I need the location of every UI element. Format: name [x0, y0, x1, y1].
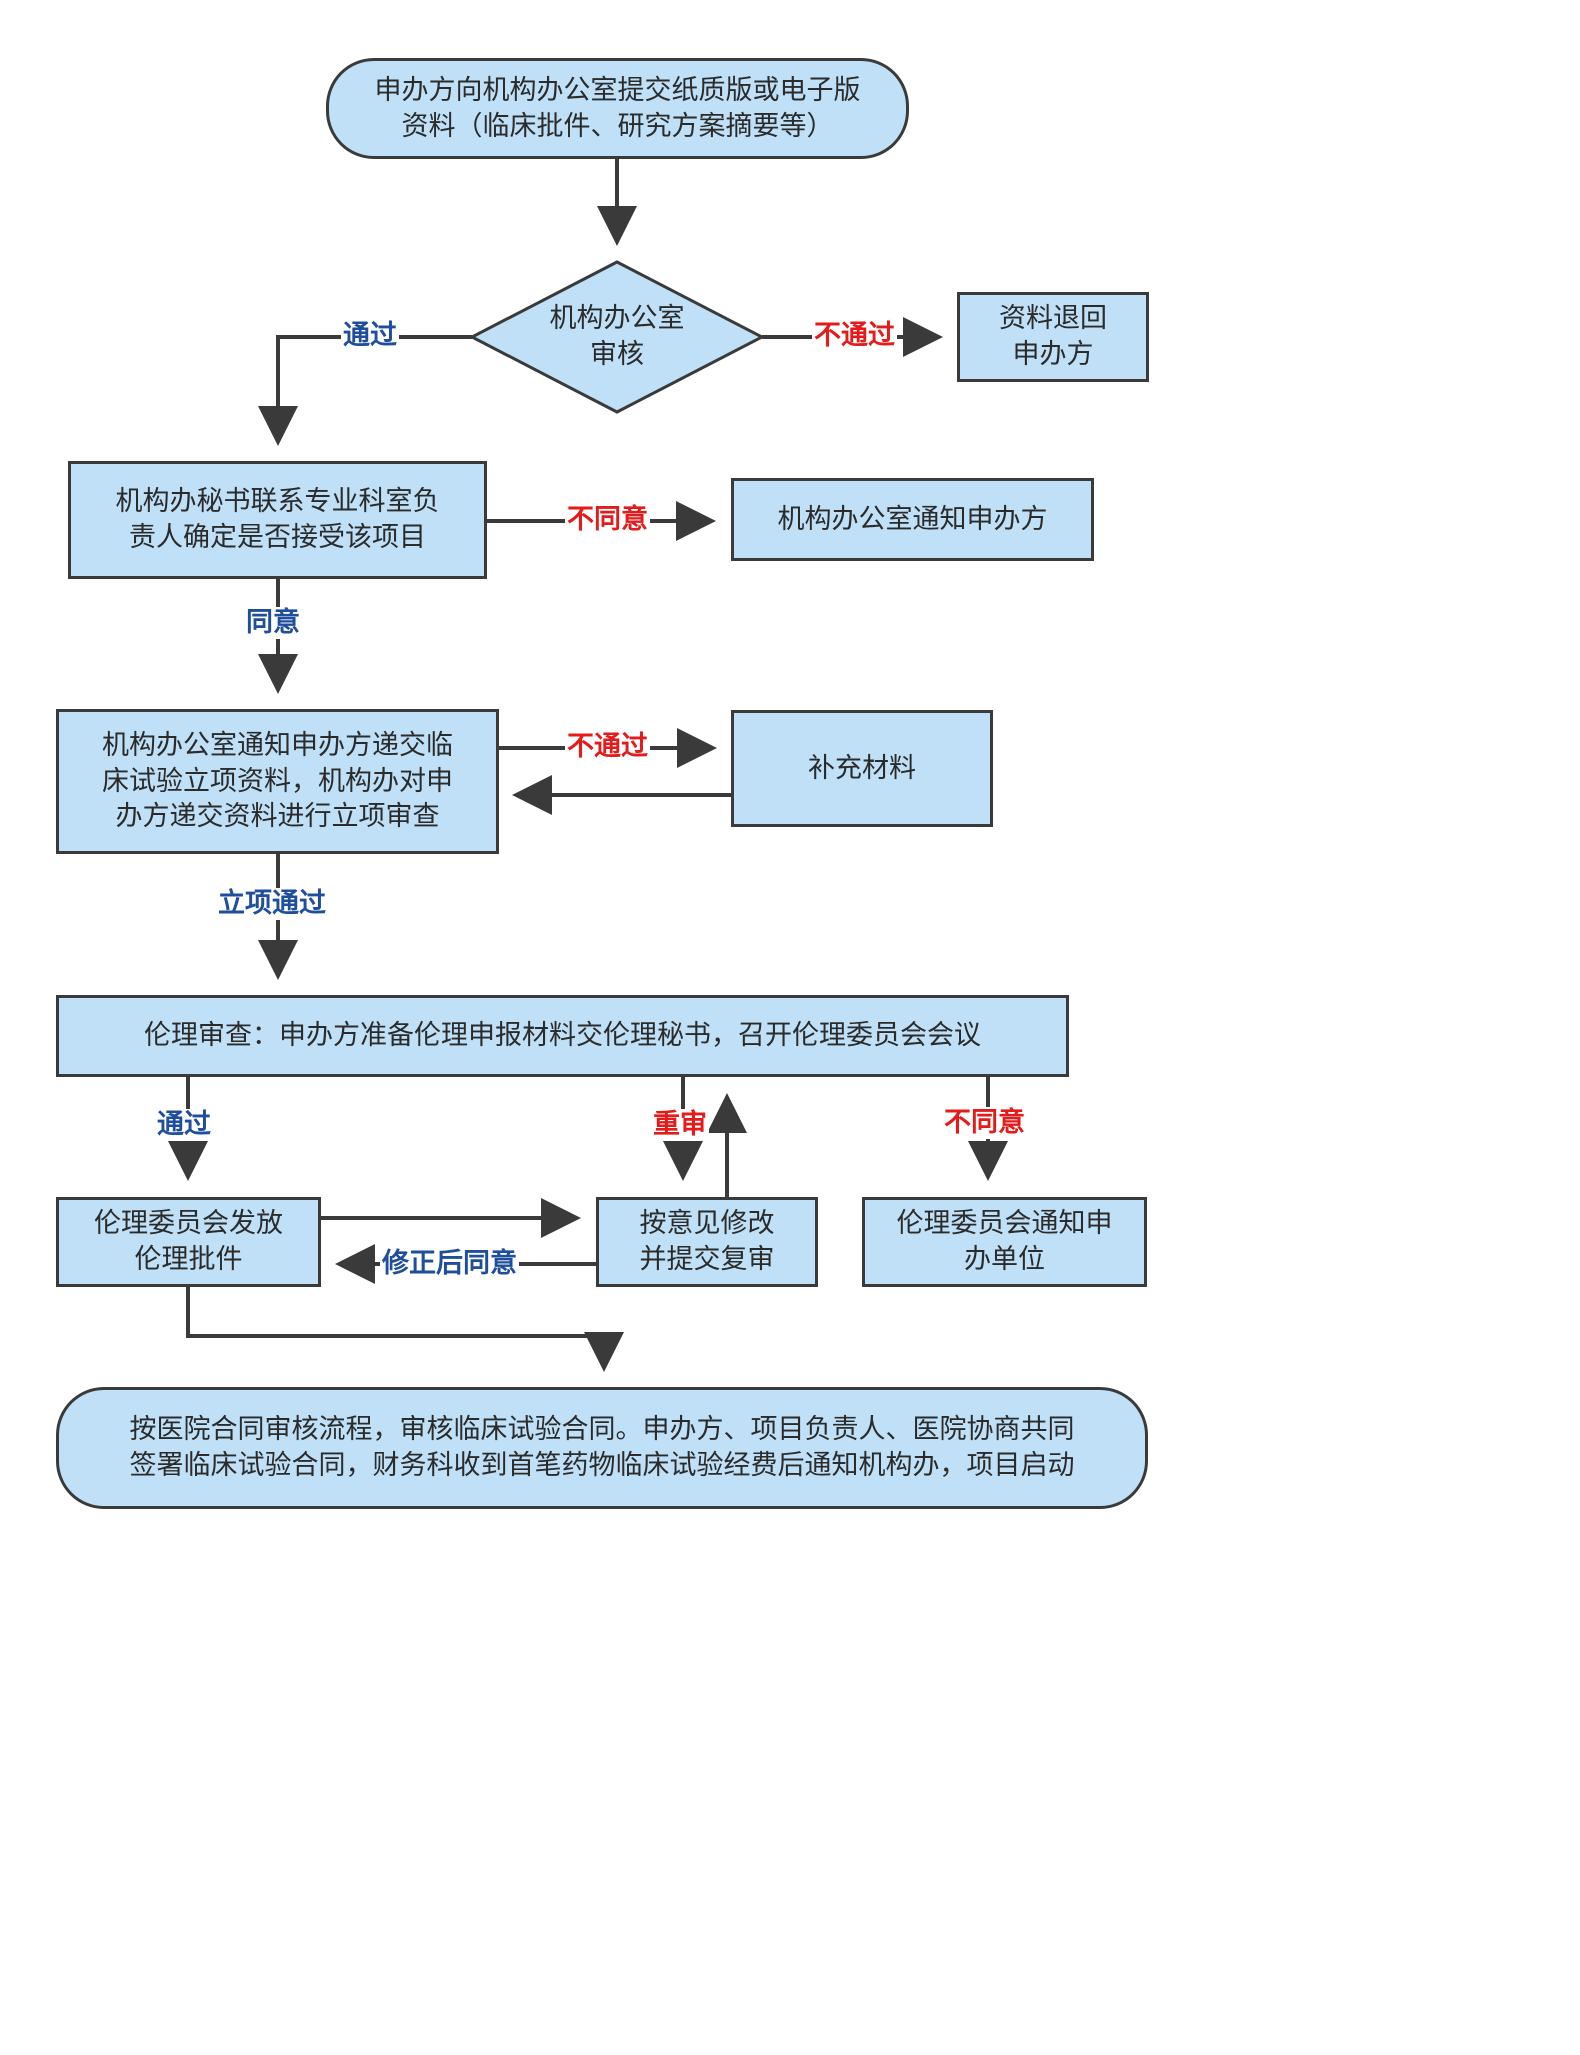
notify-sponsor-node: 机构办公室通知申办方: [731, 478, 1094, 561]
secretary-node-line2: 责人确定是否接受该项目: [129, 522, 426, 553]
ethics-approval-node-line2: 伦理批件: [134, 1244, 243, 1275]
label-secretary-disagree: 不同意: [565, 504, 650, 537]
revise-node-line2: 并提交复审: [639, 1244, 775, 1275]
review-node-line2: 审核: [590, 339, 644, 370]
revise-node: 按意见修改 并提交复审: [596, 1197, 818, 1287]
contract-node: 按医院合同审核流程，审核临床试验合同。申办方、项目负责人、医院协商共同 签署临床…: [56, 1387, 1148, 1509]
label-agree-after-fix: 修正后同意: [380, 1248, 519, 1281]
supplement-node-line1: 补充材料: [808, 752, 916, 784]
notify-sponsor-node-line1: 机构办公室通知申办方: [777, 503, 1048, 535]
project-review-node-line2: 床试验立项资料，机构办对申: [102, 765, 453, 797]
start-node-line2: 资料（临床批件、研究方案摘要等）: [401, 110, 834, 142]
label-review-pass: 通过: [341, 320, 399, 353]
returned-node-line2: 申办方: [1012, 339, 1094, 370]
label-project-pass: 立项通过: [216, 888, 328, 921]
revise-node-line1: 按意见修改: [639, 1208, 775, 1240]
project-review-node: 机构办公室通知申办方递交临 床试验立项资料，机构办对申 办方递交资料进行立项审查: [56, 709, 499, 854]
ethics-approval-node: 伦理委员会发放 伦理批件: [56, 1197, 321, 1287]
arrow-approval-to-contract: [186, 1287, 624, 1372]
ethics-approval-node-line1: 伦理委员会发放: [94, 1208, 283, 1240]
project-review-node-line3: 办方递交资料进行立项审查: [115, 801, 440, 833]
review-decision-diamond: [468, 260, 766, 414]
label-secretary-agree: 同意: [244, 607, 302, 640]
label-ethics-disagree: 不同意: [942, 1107, 1027, 1140]
start-node-line1: 申办方向机构办公室提交纸质版或电子版: [374, 74, 861, 106]
ethics-review-node: 伦理审查：申办方准备伦理申报材料交伦理秘书，召开伦理委员会会议: [56, 995, 1069, 1077]
arrow-review-pass: [258, 335, 472, 446]
returned-node-line1: 资料退回: [999, 303, 1107, 335]
start-node: 申办方向机构办公室提交纸质版或电子版 资料（临床批件、研究方案摘要等）: [326, 58, 909, 159]
label-ethics-rereview: 重审: [651, 1109, 709, 1142]
label-review-fail: 不通过: [812, 320, 897, 353]
label-project-fail: 不通过: [565, 731, 650, 764]
contract-node-line2: 签署临床试验合同，财务科收到首笔药物临床试验经费后通知机构办，项目启动: [129, 1450, 1075, 1481]
project-review-node-line1: 机构办公室通知申办方递交临: [102, 730, 453, 762]
returned-node: 资料退回 申办方: [957, 292, 1149, 382]
ethics-notify-node-line1: 伦理委员会通知申: [896, 1208, 1113, 1240]
secretary-node-line1: 机构办秘书联系专业科室负: [115, 486, 440, 518]
ethics-review-node-line1: 伦理审查：申办方准备伦理申报材料交伦理秘书，召开伦理委员会会议: [144, 1020, 981, 1052]
review-node-line1: 机构办公室: [549, 303, 685, 335]
label-ethics-pass: 通过: [155, 1109, 213, 1142]
review-node-text: 机构办公室 审核: [472, 262, 762, 412]
contract-node-line1: 按医院合同审核流程，审核临床试验合同。申办方、项目负责人、医院协商共同: [129, 1414, 1075, 1446]
supplement-node: 补充材料: [731, 710, 993, 827]
secretary-node: 机构办秘书联系专业科室负 责人确定是否接受该项目: [68, 461, 487, 579]
flowchart: 申办方向机构办公室提交纸质版或电子版 资料（临床批件、研究方案摘要等） 机构办公…: [56, 58, 1149, 1509]
ethics-notify-node: 伦理委员会通知申 办单位: [862, 1197, 1147, 1287]
ethics-notify-node-line2: 办单位: [964, 1244, 1045, 1275]
